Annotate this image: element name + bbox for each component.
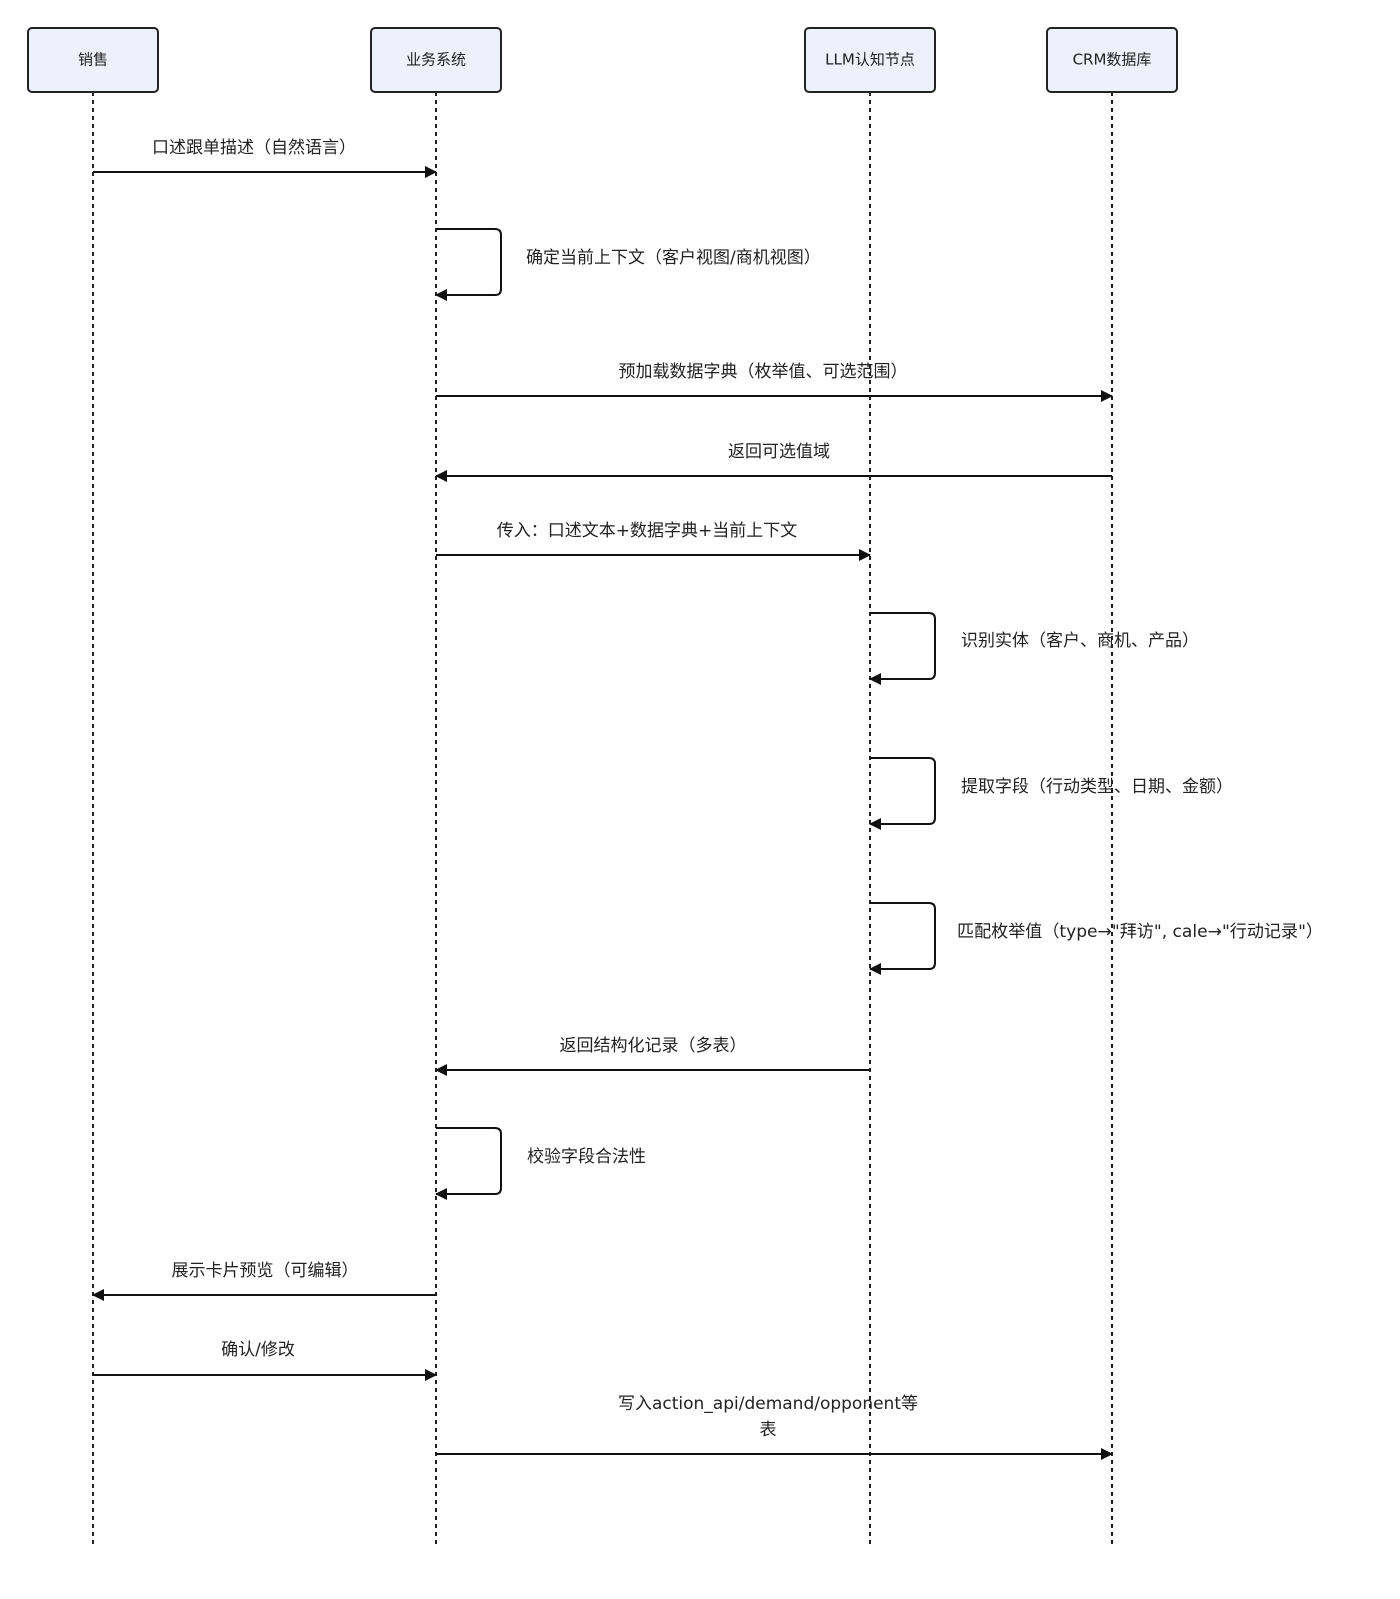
message-11: 展示卡片预览（可编辑） [92, 1261, 436, 1301]
message-12: 确认/修改 [93, 1340, 437, 1381]
message-label-11: 展示卡片预览（可编辑） [172, 1261, 359, 1281]
participant-biz: 业务系统 [370, 27, 502, 1545]
self-message-arrow-2 [435, 228, 502, 301]
actor-label-biz: 业务系统 [406, 51, 466, 69]
message-6: 识别实体（客户、商机、产品） [869, 612, 1199, 685]
message-label-1: 口述跟单描述（自然语言） [152, 138, 356, 158]
actor-label-sales: 销售 [78, 51, 108, 69]
message-3: 预加载数据字典（枚举值、可选范围） [436, 362, 1113, 402]
actor-label-llm: LLM认知节点 [825, 51, 915, 69]
actor-box-sales [27, 27, 159, 93]
actor-box-biz [370, 27, 502, 93]
message-label-9: 返回结构化记录（多表） [560, 1036, 747, 1056]
actor-box-llm [804, 27, 936, 93]
message-label-12: 确认/修改 [221, 1340, 295, 1360]
message-8: 匹配枚举值（type→"拜访", cale→"行动记录"） [869, 902, 1323, 975]
participant-crm: CRM数据库 [1046, 27, 1178, 1545]
self-message-arrow-8 [869, 902, 936, 975]
message-label-13-line-2: 表 [760, 1420, 777, 1440]
participant-sales: 销售 [27, 27, 159, 1545]
self-message-arrow-6 [869, 612, 936, 685]
message-7: 提取字段（行动类型、日期、金额） [869, 757, 1233, 830]
message-13: 写入action_api/demand/opponent等 表 [436, 1394, 1113, 1460]
message-label-8: 匹配枚举值（type→"拜访", cale→"行动记录"） [957, 922, 1323, 942]
message-9: 返回结构化记录（多表） [435, 1036, 870, 1076]
actor-box-crm [1046, 27, 1178, 93]
message-10: 校验字段合法性 [435, 1127, 646, 1200]
message-label-3: 预加载数据字典（枚举值、可选范围） [619, 362, 908, 382]
self-message-arrow-10 [435, 1127, 502, 1200]
message-label-5: 传入：口述文本+数据字典+当前上下文 [497, 521, 798, 541]
self-message-arrow-7 [869, 757, 936, 830]
message-label-4: 返回可选值域 [728, 442, 830, 462]
message-4: 返回可选值域 [435, 442, 1112, 482]
actor-label-crm: CRM数据库 [1073, 51, 1152, 69]
message-label-2: 确定当前上下文（客户视图/商机视图） [526, 248, 821, 268]
participant-llm: LLM认知节点 [804, 27, 936, 1545]
message-label-6: 识别实体（客户、商机、产品） [961, 631, 1199, 651]
message-label-7: 提取字段（行动类型、日期、金额） [961, 777, 1233, 797]
message-2: 确定当前上下文（客户视图/商机视图） [435, 228, 821, 301]
message-5: 传入：口述文本+数据字典+当前上下文 [436, 521, 871, 561]
message-1: 口述跟单描述（自然语言） [93, 138, 437, 178]
message-label-10: 校验字段合法性 [527, 1147, 646, 1167]
message-label-13-line-1: 写入action_api/demand/opponent等 [618, 1394, 918, 1414]
